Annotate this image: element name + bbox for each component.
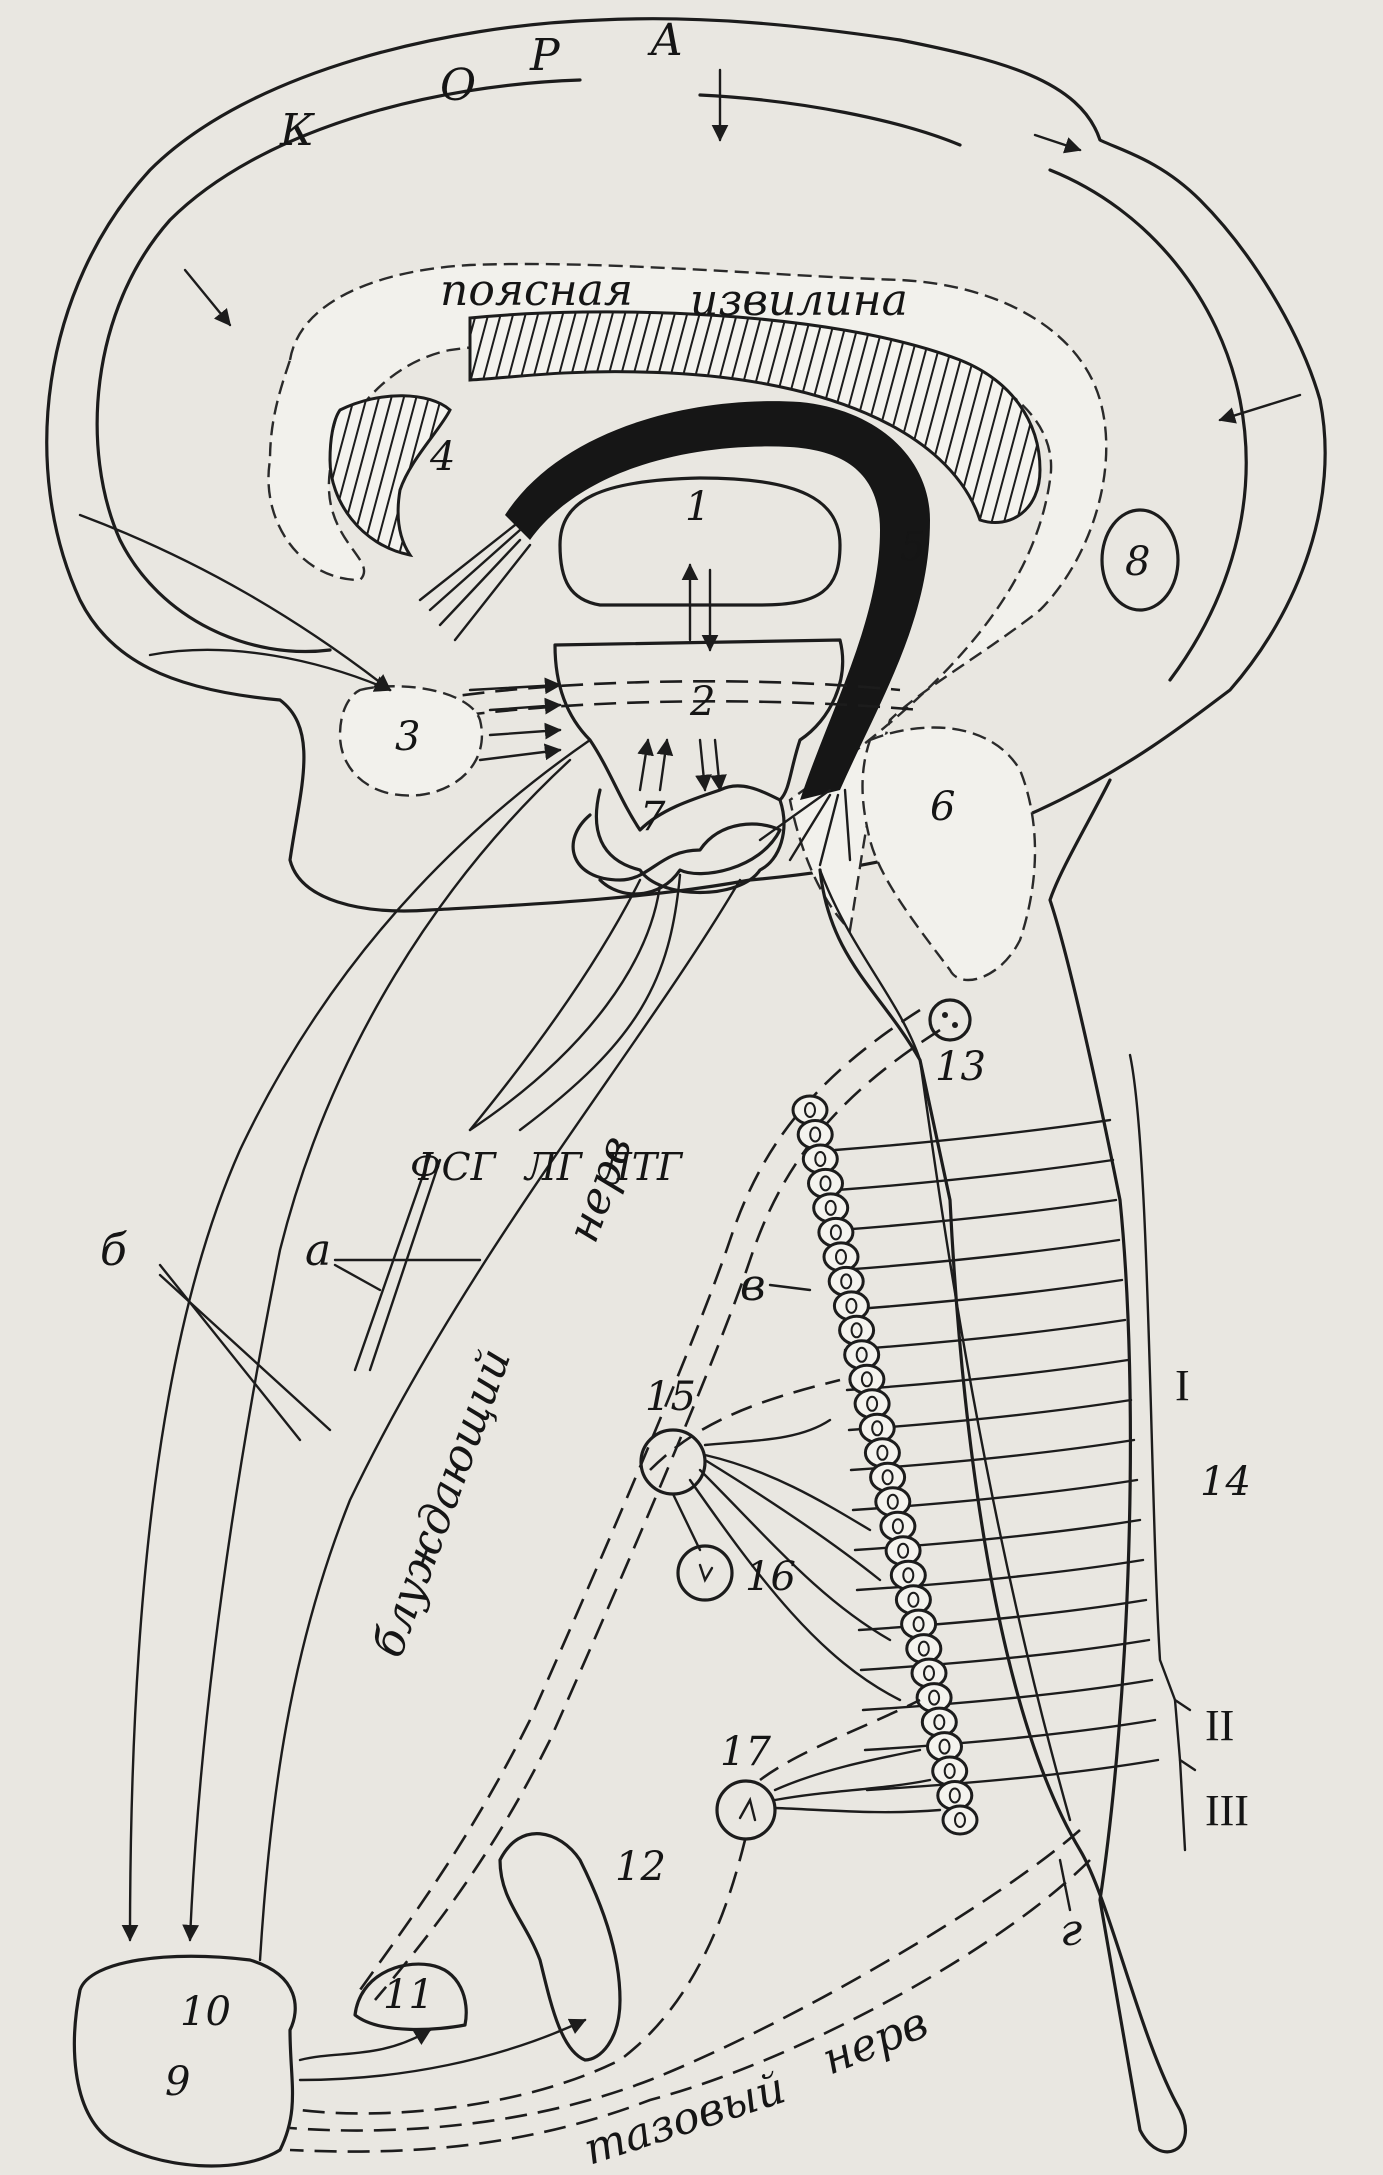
- label-4: 4: [429, 434, 455, 480]
- label-roman-3: III: [1205, 1786, 1249, 1835]
- fornix: [505, 401, 930, 800]
- label-vagus-word1: блуждающий: [362, 1342, 521, 1664]
- spinal-segment-line: [865, 1720, 1155, 1750]
- cortex-outline: [47, 19, 1325, 911]
- label-17: 17: [720, 1729, 771, 1775]
- visceral-dashed-nerves: [290, 1380, 1090, 2152]
- label-8: 8: [1125, 539, 1150, 585]
- label-cortex-k: К: [279, 105, 315, 156]
- label-cingulate: поясная: [440, 265, 633, 316]
- label-roman-1: I: [1175, 1361, 1190, 1410]
- spinal-segment-line: [845, 1320, 1125, 1350]
- label-10: 10: [180, 1989, 231, 2035]
- spinal-segment-line: [847, 1360, 1128, 1390]
- label-9: 9: [165, 2059, 190, 2105]
- label-pelvic-word2: нерв: [815, 1997, 935, 2085]
- label-13: 13: [935, 1044, 986, 1090]
- label-1: 1: [685, 484, 710, 530]
- spinal-segment-line: [863, 1680, 1152, 1710]
- label-15: 15: [645, 1374, 696, 1420]
- hormone-pathways: [355, 875, 680, 1370]
- label-g: г: [1060, 1905, 1082, 1956]
- spinal-segment-line: [837, 1160, 1113, 1190]
- spinal-segment-line: [835, 1120, 1110, 1150]
- label-5: 5: [900, 524, 925, 570]
- label-14: 14: [1200, 1459, 1251, 1505]
- label-pelvic-word1: тазовый: [578, 2063, 792, 2175]
- midbrain-region: [863, 728, 1036, 980]
- ganglion-17: [717, 1781, 775, 1839]
- label-a: а: [305, 1225, 331, 1276]
- chain-ganglion: [943, 1806, 977, 1834]
- ganglion-15: [641, 1430, 705, 1494]
- label-cortex-o: О: [440, 60, 476, 111]
- label-11: 11: [383, 1972, 434, 2018]
- ganglion-16: [678, 1546, 732, 1600]
- label-6: 6: [930, 784, 955, 830]
- label-16: 16: [745, 1554, 796, 1600]
- fornix-fibers: [420, 525, 850, 865]
- label-cortex-a: А: [647, 15, 683, 66]
- thalamus-hypothalamus-arrows: [640, 565, 720, 790]
- amygdala-arrows: [470, 685, 560, 760]
- nucleus-13: [930, 1000, 970, 1040]
- label-12: 12: [615, 1844, 666, 1890]
- label-v: в: [740, 1260, 766, 1311]
- organ-12: [500, 1834, 620, 2060]
- segment-brackets: [1130, 1055, 1195, 1850]
- label-2: 2: [689, 679, 715, 725]
- label-cortex-r: Р: [529, 30, 561, 81]
- label-roman-2: II: [1205, 1701, 1234, 1750]
- label-7: 7: [640, 794, 666, 840]
- label-gyrus: извилина: [690, 275, 908, 326]
- spinal-segment-line: [843, 1280, 1122, 1310]
- label-3: 3: [395, 714, 420, 760]
- label-b: б: [100, 1225, 127, 1276]
- spinal-segment-line: [839, 1200, 1116, 1230]
- label-fsg: ФСГ: [410, 1145, 498, 1189]
- spinal-segment-line: [841, 1240, 1119, 1270]
